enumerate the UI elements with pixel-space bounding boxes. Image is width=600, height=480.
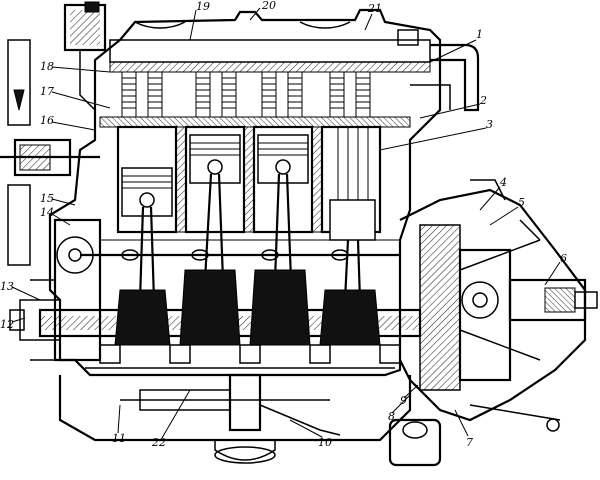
callout-7: 7 bbox=[466, 436, 473, 449]
crankshaft bbox=[38, 269, 422, 364]
cylinder-head bbox=[99, 116, 411, 128]
oil-pump bbox=[228, 373, 341, 436]
callout-21: 21 bbox=[367, 2, 382, 15]
callout-8: 8 bbox=[388, 410, 395, 423]
callout-4: 4 bbox=[499, 176, 507, 189]
pistons bbox=[121, 126, 376, 241]
camshaft bbox=[80, 249, 400, 261]
valve-cover bbox=[109, 21, 431, 73]
callout-14: 14 bbox=[40, 206, 54, 219]
callout-3: 3 bbox=[486, 118, 493, 131]
callout-9: 9 bbox=[400, 394, 407, 407]
callout-18: 18 bbox=[40, 60, 54, 73]
callout-10: 10 bbox=[318, 436, 332, 449]
callout-19: 19 bbox=[196, 0, 210, 13]
callout-5: 5 bbox=[518, 196, 525, 209]
callout-2: 2 bbox=[479, 94, 487, 107]
leader-lines bbox=[11, 7, 561, 439]
callout-17: 17 bbox=[40, 85, 54, 98]
callout-11: 11 bbox=[112, 432, 126, 445]
callout-15: 15 bbox=[40, 192, 54, 205]
callout-12: 12 bbox=[0, 318, 14, 331]
callout-1: 1 bbox=[476, 28, 483, 41]
callout-20: 20 bbox=[261, 0, 276, 12]
callout-22: 22 bbox=[151, 436, 166, 449]
starter-motor bbox=[388, 418, 442, 467]
generator bbox=[63, 1, 107, 111]
callout-labels: 1 2 3 4 5 6 7 8 9 10 11 12 13 14 15 16 1… bbox=[0, 0, 567, 449]
connecting-rods bbox=[138, 173, 362, 301]
intake-pipe bbox=[397, 29, 480, 112]
cylinders bbox=[116, 125, 382, 234]
callout-16: 16 bbox=[40, 114, 54, 127]
front-timing-assembly bbox=[9, 218, 102, 362]
valve-springs bbox=[121, 71, 371, 118]
oil-pan bbox=[58, 375, 412, 464]
callout-13: 13 bbox=[0, 280, 14, 293]
fan-assembly bbox=[0, 39, 100, 266]
callout-6: 6 bbox=[560, 252, 567, 265]
clutch-housing bbox=[399, 179, 598, 432]
